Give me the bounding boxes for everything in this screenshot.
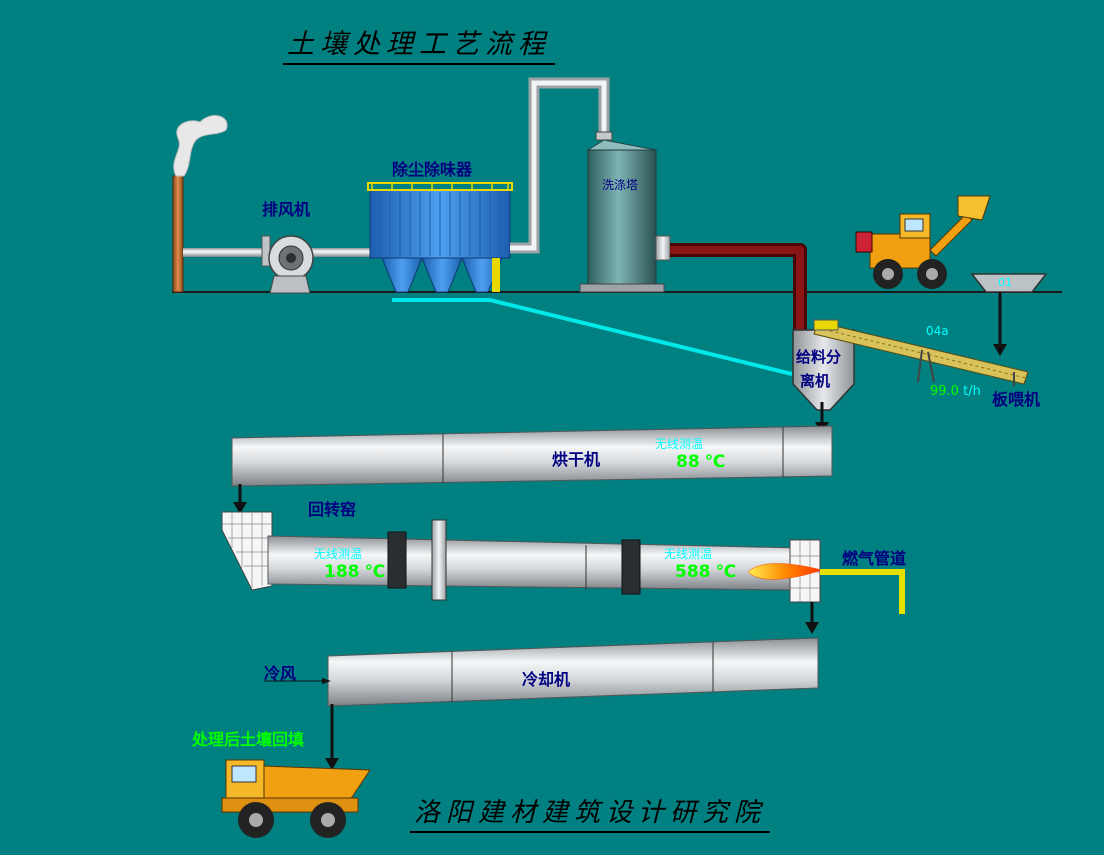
institute-name: 洛阳建材建筑设计研究院: [410, 792, 771, 833]
diagram-title: 土壤处理工艺流程: [283, 22, 555, 65]
dryer-temperature: 88 ℃: [676, 452, 725, 472]
dust-remover: [367, 182, 513, 293]
dryer-drum: [231, 425, 833, 487]
exhaust-fan: [261, 235, 314, 294]
feed-separator: [792, 329, 855, 411]
label-backfill: 处理后土壤回填: [192, 730, 305, 749]
smoke-icon: [173, 115, 228, 177]
dump-truck-icon: [221, 759, 371, 838]
label-separator-line1: 给料分: [796, 348, 842, 366]
label-dust-remover: 除尘除味器: [392, 160, 473, 179]
rotary-kiln: [221, 511, 823, 603]
dryer-sensor-label: 无线测温: [655, 437, 704, 451]
kiln-left-temperature: 188 ℃: [324, 562, 385, 582]
feed-hopper: [970, 273, 1048, 356]
kiln-right-temperature: 588 ℃: [675, 562, 736, 582]
hopper-tag: 01: [998, 276, 1012, 289]
label-gas-pipe: 燃气管道: [842, 549, 907, 568]
belt-conveyor: [813, 319, 1029, 386]
dryer-temp-unit: ℃: [704, 452, 726, 472]
scrubber-tower: [579, 131, 671, 293]
feed-rate-unit: t/h: [963, 384, 981, 399]
label-separator-line2: 离机: [800, 372, 831, 390]
wheel-loader-icon: [855, 195, 991, 289]
dryer-temp-value: 88: [676, 452, 700, 472]
cooler-drum: [327, 637, 819, 707]
kiln-right-sensor-label: 无线测温: [664, 547, 713, 561]
kiln-right-temp-unit: ℃: [715, 562, 737, 582]
dust-return-line: [392, 298, 793, 376]
kiln-left-temp-unit: ℃: [364, 562, 386, 582]
kiln-left-sensor-label: 无线测温: [314, 547, 363, 561]
label-fan: 排风机: [262, 200, 311, 219]
hot-gas-pipe: [670, 243, 807, 330]
label-scrubber: 洗涤塔: [602, 178, 639, 192]
label-plate-feeder: 板喂机: [992, 390, 1041, 409]
label-kiln: 回转窑: [308, 500, 357, 519]
label-cooler: 冷却机: [522, 670, 571, 689]
chimney: [172, 175, 184, 293]
kiln-right-temp-value: 588: [675, 562, 711, 582]
kiln-left-temp-value: 188: [324, 562, 360, 582]
gas-pipeline: [820, 569, 905, 614]
conveyor-tag: 04a: [926, 324, 949, 338]
feed-rate-value: 99.0: [930, 384, 959, 399]
feed-rate-readout: 99.0 t/h: [930, 384, 981, 399]
label-cold-air: 冷风: [264, 664, 297, 683]
label-dryer: 烘干机: [552, 450, 601, 469]
